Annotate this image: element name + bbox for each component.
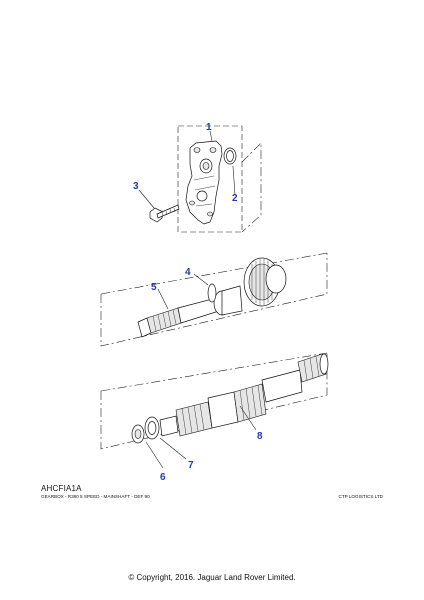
callout-1: 1 (206, 122, 212, 133)
copyright-notice: © Copyright, 2016. Jaguar Land Rover Lim… (128, 573, 296, 582)
seal-ring (223, 147, 237, 165)
mainshaft (159, 353, 329, 437)
callout-8: 8 (257, 431, 263, 442)
input-shaft-frame (100, 252, 328, 347)
housing-group (138, 125, 262, 233)
reference-code: AHCFIA1A (41, 484, 82, 493)
callout-7: 7 (188, 460, 194, 471)
company-name: CTP LOGISTICS LTD (338, 494, 384, 499)
callout-5: 5 (151, 282, 157, 293)
callout-2: 2 (232, 193, 238, 204)
housing-frame (241, 142, 262, 233)
callout-4: 4 (185, 267, 191, 278)
callout-6: 6 (160, 472, 166, 483)
callout-3: 3 (133, 181, 139, 192)
mainshaft-spacer (144, 416, 160, 440)
cover-casting (185, 140, 223, 225)
housing-enclosure (177, 125, 243, 233)
bolt (149, 204, 180, 223)
mainshaft-bearing (131, 424, 145, 444)
input-shaft (137, 257, 287, 338)
diagram-description: GEARBOX - R380 5 SPEED - MAINSHAFT - DEF… (41, 494, 150, 499)
mainshaft-group (100, 352, 329, 469)
bearing-washer (207, 283, 217, 303)
input-shaft-group (100, 252, 328, 347)
